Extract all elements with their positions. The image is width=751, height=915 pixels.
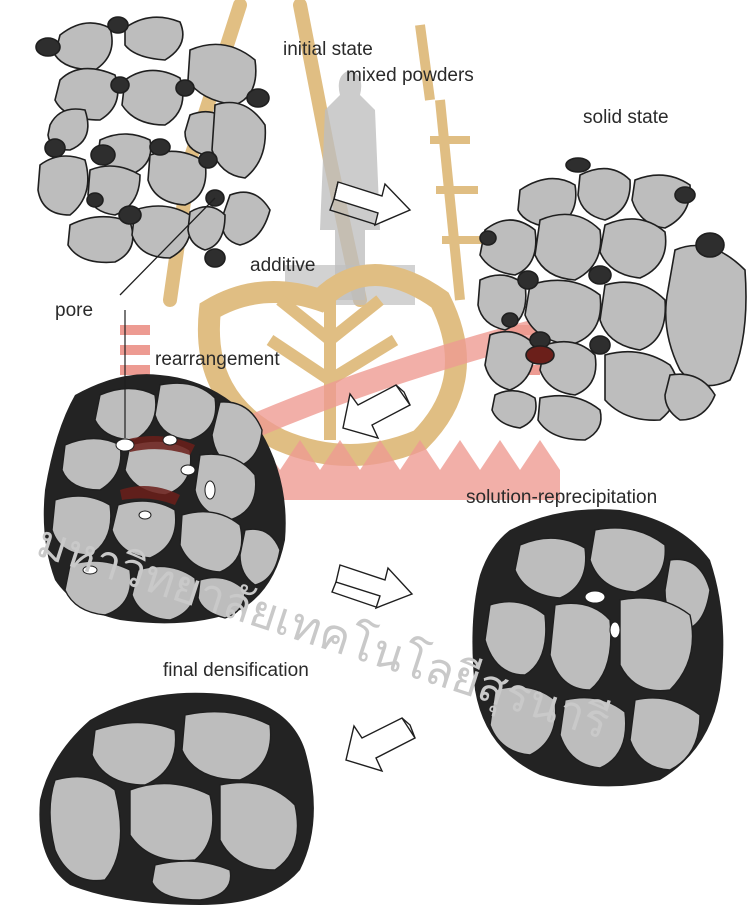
label-final-densification: final densification (163, 661, 309, 680)
arrow-to-final-densification (346, 718, 415, 771)
label-initial-state: initial state (283, 40, 373, 59)
label-solution-reprecipitation: solution-reprecipitation (466, 488, 657, 507)
label-solid-state: solid state (583, 108, 669, 127)
label-mixed-powders: mixed powders (346, 66, 474, 85)
label-pore: pore (55, 301, 93, 320)
solid-state-cluster (478, 158, 746, 440)
initial-state-cluster (36, 17, 270, 295)
label-rearrangement: rearrangement (155, 350, 280, 369)
label-additive: additive (250, 256, 316, 275)
final-densification-cluster (39, 693, 314, 905)
